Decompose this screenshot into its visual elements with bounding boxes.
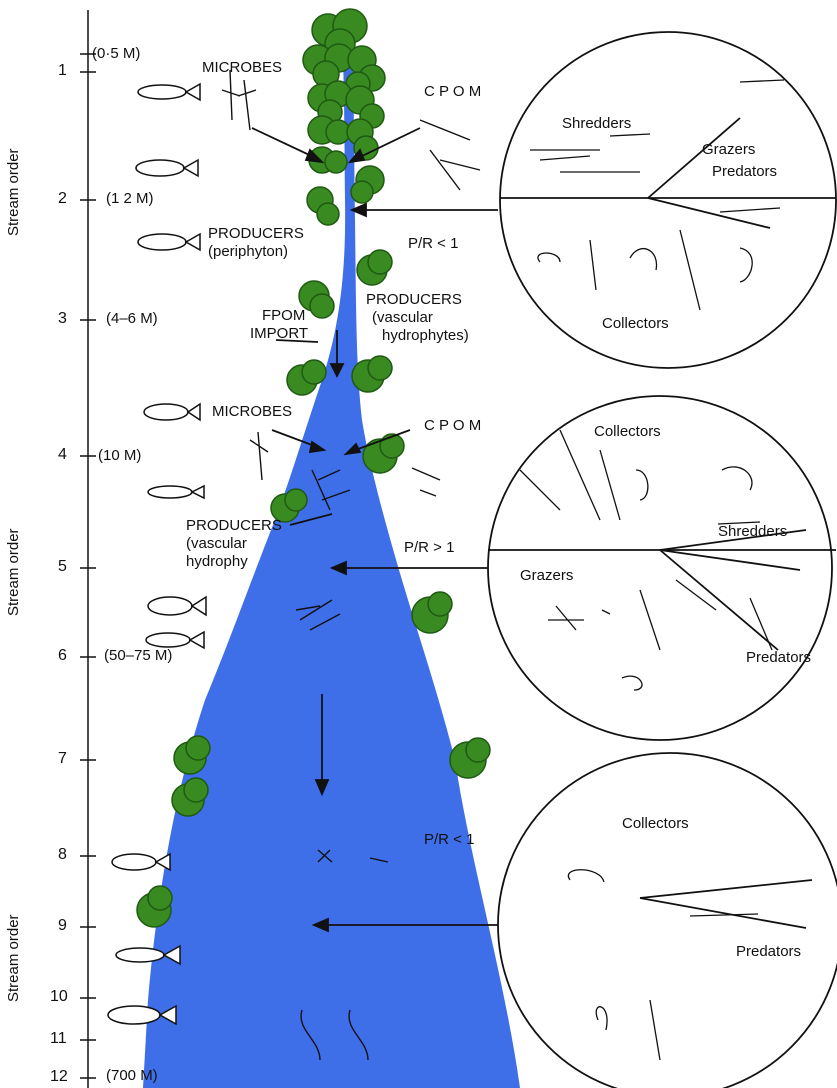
pr-ratio-label: P/R < 1 bbox=[424, 832, 474, 849]
order-tick-label: 2 bbox=[58, 190, 67, 208]
fish-icon bbox=[112, 854, 170, 870]
cpom-label: C P O M bbox=[424, 84, 481, 101]
producers-sublabel: hydrophytes) bbox=[382, 328, 469, 345]
fpom-label: FPOM bbox=[262, 308, 305, 325]
cpom-label: C P O M bbox=[424, 418, 481, 435]
fish-icon bbox=[144, 404, 200, 420]
tree-canopy bbox=[308, 116, 350, 144]
pr-ratio-label: P/R < 1 bbox=[408, 236, 458, 253]
stream-order-label: Stream order bbox=[6, 528, 23, 616]
pr-ratio-label: P/R > 1 bbox=[404, 540, 454, 557]
fish-icon bbox=[138, 84, 200, 100]
order-tick-label: 5 bbox=[58, 558, 67, 576]
width-label: (50–75 M) bbox=[104, 648, 172, 665]
microbe-sketch bbox=[222, 70, 256, 130]
fish-icon bbox=[138, 234, 200, 250]
tree-canopy bbox=[307, 187, 339, 225]
order-tick-label: 11 bbox=[50, 1030, 67, 1048]
stream-order-label: Stream order bbox=[6, 148, 23, 236]
predators-label: Predators bbox=[736, 944, 801, 961]
predators-label: Predators bbox=[746, 650, 811, 667]
producers-sublabel: (vascular bbox=[372, 310, 433, 327]
fish-icon bbox=[148, 597, 206, 615]
stream-order-label: Stream order bbox=[6, 914, 23, 1002]
tree-canopy bbox=[137, 886, 172, 927]
order-tick-label: 8 bbox=[58, 846, 67, 864]
fish-icon bbox=[146, 632, 204, 648]
tree-canopy bbox=[352, 356, 392, 392]
producers-label: PRODUCERS bbox=[186, 518, 282, 535]
collectors-label: Collectors bbox=[622, 816, 689, 833]
tree-canopy bbox=[357, 250, 392, 285]
order-tick-label: 6 bbox=[58, 647, 67, 665]
collectors-label: Collectors bbox=[594, 424, 661, 441]
fish-icon bbox=[148, 486, 204, 498]
tree-canopy bbox=[412, 592, 452, 633]
microbe-sketch bbox=[250, 432, 268, 480]
tree-canopy bbox=[450, 738, 490, 778]
width-label: (4–6 M) bbox=[106, 311, 158, 328]
grazers-label: Grazers bbox=[702, 142, 755, 159]
producers-sublabel: (vascular bbox=[186, 536, 247, 553]
circles bbox=[488, 32, 837, 1088]
shredders-label: Shredders bbox=[718, 524, 787, 541]
tree-canopy bbox=[351, 166, 384, 203]
order-tick-label: 1 bbox=[58, 62, 67, 80]
order-tick-label: 10 bbox=[50, 988, 68, 1006]
producers-label: PRODUCERS bbox=[208, 226, 304, 243]
width-label: (10 M) bbox=[98, 448, 141, 465]
order-tick-label: 4 bbox=[58, 446, 67, 464]
order-tick-label: 7 bbox=[58, 750, 67, 768]
order-tick-label: 9 bbox=[58, 917, 67, 935]
width-label: (700 M) bbox=[106, 1068, 158, 1085]
producers-sublabel: hydrophy bbox=[186, 554, 248, 571]
order-tick-label: 12 bbox=[50, 1068, 68, 1086]
width-label: (1 2 M) bbox=[106, 191, 154, 208]
circle-low bbox=[498, 753, 837, 1088]
shredders-label: Shredders bbox=[562, 116, 631, 133]
microbes-label: MICROBES bbox=[212, 404, 292, 421]
cpom-sketch bbox=[420, 120, 480, 190]
microbes-label: MICROBES bbox=[202, 60, 282, 77]
order-tick-label: 3 bbox=[58, 310, 67, 328]
cpom-sketch bbox=[412, 468, 440, 496]
fish-icon bbox=[136, 160, 198, 176]
producers-label: PRODUCERS bbox=[366, 292, 462, 309]
width-label: (0·5 M) bbox=[92, 46, 140, 63]
import-label: IMPORT bbox=[250, 326, 308, 343]
grazers-label: Grazers bbox=[520, 568, 573, 585]
producers-sublabel: (periphyton) bbox=[208, 244, 288, 261]
collectors-label: Collectors bbox=[602, 316, 669, 333]
predators-label: Predators bbox=[712, 164, 777, 181]
